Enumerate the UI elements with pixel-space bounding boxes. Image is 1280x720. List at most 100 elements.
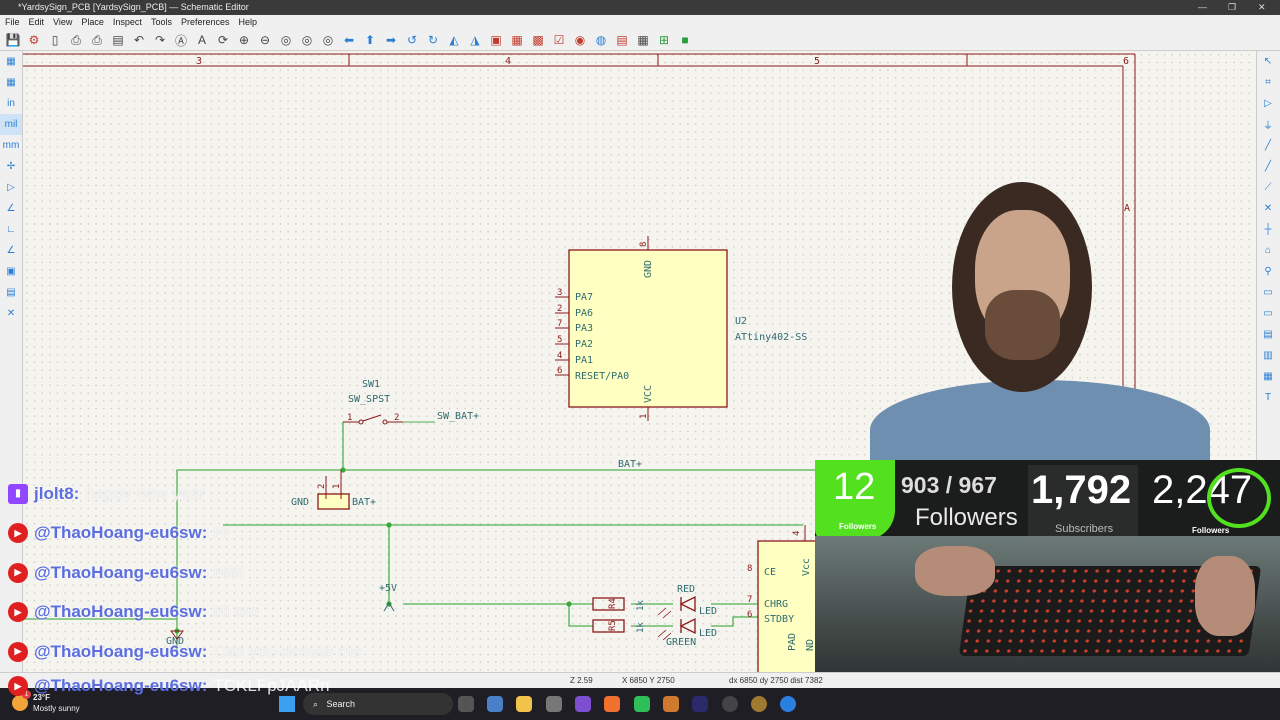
follower-goal-badge (815, 460, 895, 540)
net-label-icon[interactable]: ⌂ (1264, 245, 1272, 256)
weather-icon[interactable] (12, 695, 28, 711)
paste-icon[interactable]: ▤ (112, 33, 124, 47)
zoom-objects-icon[interactable]: ◎ (301, 33, 313, 47)
add-wire-icon[interactable]: ╱ (1264, 140, 1272, 151)
units-mil-button[interactable]: mil (0, 114, 22, 135)
app-icon-green[interactable] (634, 696, 650, 712)
undo-icon[interactable]: ↶ (133, 33, 145, 47)
cursor-icon[interactable]: ✢ (6, 161, 16, 172)
menu-view[interactable]: View (53, 17, 73, 27)
visual-studio-icon[interactable] (575, 696, 591, 712)
page-settings-icon[interactable]: ▯ (51, 33, 59, 47)
annotation-icon[interactable]: ▣ (6, 266, 16, 277)
plot-icon[interactable]: ⎙ (92, 32, 102, 47)
symbol-browser-icon[interactable]: ▦ (511, 33, 523, 47)
text-icon[interactable]: T (1264, 392, 1272, 403)
no-connect-icon[interactable]: ✕ (1263, 203, 1273, 214)
svg-text:RED: RED (677, 584, 695, 595)
zoom-fit-icon[interactable]: ◎ (280, 33, 292, 47)
bus-entry-icon[interactable]: ⟋ (1264, 182, 1272, 193)
find-replace-icon[interactable]: A (197, 33, 206, 47)
start-button[interactable] (279, 696, 295, 712)
select-icon[interactable]: ↖ (1263, 56, 1273, 67)
chat-message: ▶@ThaoHoang-eu6sw:Hi (8, 514, 428, 554)
rotate-ccw-icon[interactable]: ↺ (406, 33, 418, 47)
refresh-icon[interactable]: ⟳ (217, 33, 229, 47)
maximize-button[interactable]: ❐ (1228, 2, 1237, 12)
navigate-up-icon[interactable]: ⬆ (364, 33, 376, 47)
import-sheet-icon[interactable]: ▦ (1263, 371, 1273, 382)
menu-help[interactable]: Help (238, 17, 257, 27)
annotate-icon[interactable]: ▩ (532, 33, 544, 47)
menu-place[interactable]: Place (81, 17, 104, 27)
navigate-forward-icon[interactable]: ➡ (385, 33, 397, 47)
twitch-icon: ▮ (8, 483, 28, 504)
netclass-icon[interactable]: ⚲ (1264, 266, 1272, 277)
fusion-icon[interactable] (604, 696, 620, 712)
junction-icon[interactable]: ┼ (1264, 224, 1272, 235)
update-pcb-icon[interactable]: ⊞ (658, 33, 670, 47)
svg-text:1: 1 (332, 484, 342, 489)
svg-text:PA2: PA2 (575, 339, 593, 350)
sheet-icon[interactable]: ▤ (1263, 329, 1273, 340)
mirror-v-icon[interactable]: ◭ (449, 33, 459, 47)
units-in-button[interactable]: in (7, 98, 15, 109)
bom-icon[interactable]: ▤ (616, 33, 628, 47)
add-power-icon[interactable]: ⏚ (1263, 121, 1273, 132)
navigate-back-icon[interactable]: ⬅ (343, 33, 355, 47)
zoom-selection-icon[interactable]: ◎ (322, 33, 334, 47)
rotate-cw-icon[interactable]: ↻ (427, 33, 439, 47)
grid-icon[interactable]: ▦ (6, 56, 16, 67)
redo-icon[interactable]: ↷ (154, 33, 166, 47)
symbol-editor-icon[interactable]: ▣ (490, 33, 502, 47)
unity-hub-icon[interactable] (546, 696, 562, 712)
line-mode-90-icon[interactable]: ∟ (6, 224, 16, 235)
menu-inspect[interactable]: Inspect (112, 17, 142, 27)
task-view-icon[interactable] (458, 696, 474, 712)
zoom-in-icon[interactable]: ⊕ (238, 33, 250, 47)
calculator-app-icon[interactable] (487, 696, 503, 712)
obs-icon[interactable] (722, 696, 738, 712)
close-button[interactable]: ✕ (1258, 2, 1266, 12)
highlight-net-icon[interactable]: ⌗ (1265, 77, 1271, 88)
grid-overrides-icon[interactable]: ▦ (6, 77, 16, 88)
add-bus-icon[interactable]: ╱ (1264, 161, 1272, 172)
mirror-h-icon[interactable]: ◮ (470, 33, 480, 47)
properties-icon[interactable]: ✕ (6, 308, 16, 319)
minimize-button[interactable]: — (1198, 2, 1207, 12)
netlist-icon[interactable]: ▦ (637, 33, 649, 47)
weather-badge: 1 (22, 690, 31, 699)
led-green (657, 617, 696, 641)
save-icon[interactable]: 💾 (5, 33, 21, 47)
erc-icon[interactable]: ☑ (553, 33, 565, 47)
print-icon[interactable]: ⎙ (71, 32, 81, 47)
premiere-pro-icon[interactable] (692, 696, 708, 712)
fields-editor-icon[interactable]: ◉ (574, 33, 586, 47)
menu-file[interactable]: File (5, 17, 20, 27)
zoom-out-icon[interactable]: ⊖ (259, 33, 271, 47)
menu-tools[interactable]: Tools (150, 17, 172, 27)
warcraft-icon[interactable] (751, 696, 767, 712)
fl-studio-icon[interactable] (663, 696, 679, 712)
hier-label-icon[interactable]: ▭ (1263, 308, 1273, 319)
find-icon[interactable]: Ⓐ (174, 33, 187, 48)
svg-text:PAD: PAD (787, 633, 798, 651)
units-mm-button[interactable]: mm (2, 140, 20, 151)
u2-ref: U2 (735, 316, 747, 327)
hidden-pins-icon[interactable]: ▷ (7, 182, 15, 193)
menu-edit[interactable]: Edit (28, 17, 45, 27)
add-symbol-icon[interactable]: ▷ (1264, 98, 1272, 109)
file-explorer-icon[interactable] (516, 696, 532, 712)
search-box[interactable]: ⌕ Search (303, 693, 453, 715)
open-pcb-icon[interactable]: ■ (681, 33, 689, 47)
assign-footprints-icon[interactable]: ◍ (595, 33, 607, 47)
line-mode-free-icon[interactable]: ∠ (6, 203, 16, 214)
menu-preferences[interactable]: Preferences (180, 17, 230, 27)
hierarchy-icon[interactable]: ▤ (6, 287, 16, 298)
sheet-pin-icon[interactable]: ▥ (1263, 350, 1273, 361)
app-icon-blue[interactable] (780, 696, 796, 712)
global-label-icon[interactable]: ▭ (1263, 287, 1273, 298)
chat-overlay: ▮jlolt8:happy new year ▶@ThaoHoang-eu6sw… (8, 474, 428, 672)
line-mode-45-icon[interactable]: ∠ (6, 245, 16, 256)
schematic-setup-icon[interactable]: ⚙ (28, 33, 40, 47)
